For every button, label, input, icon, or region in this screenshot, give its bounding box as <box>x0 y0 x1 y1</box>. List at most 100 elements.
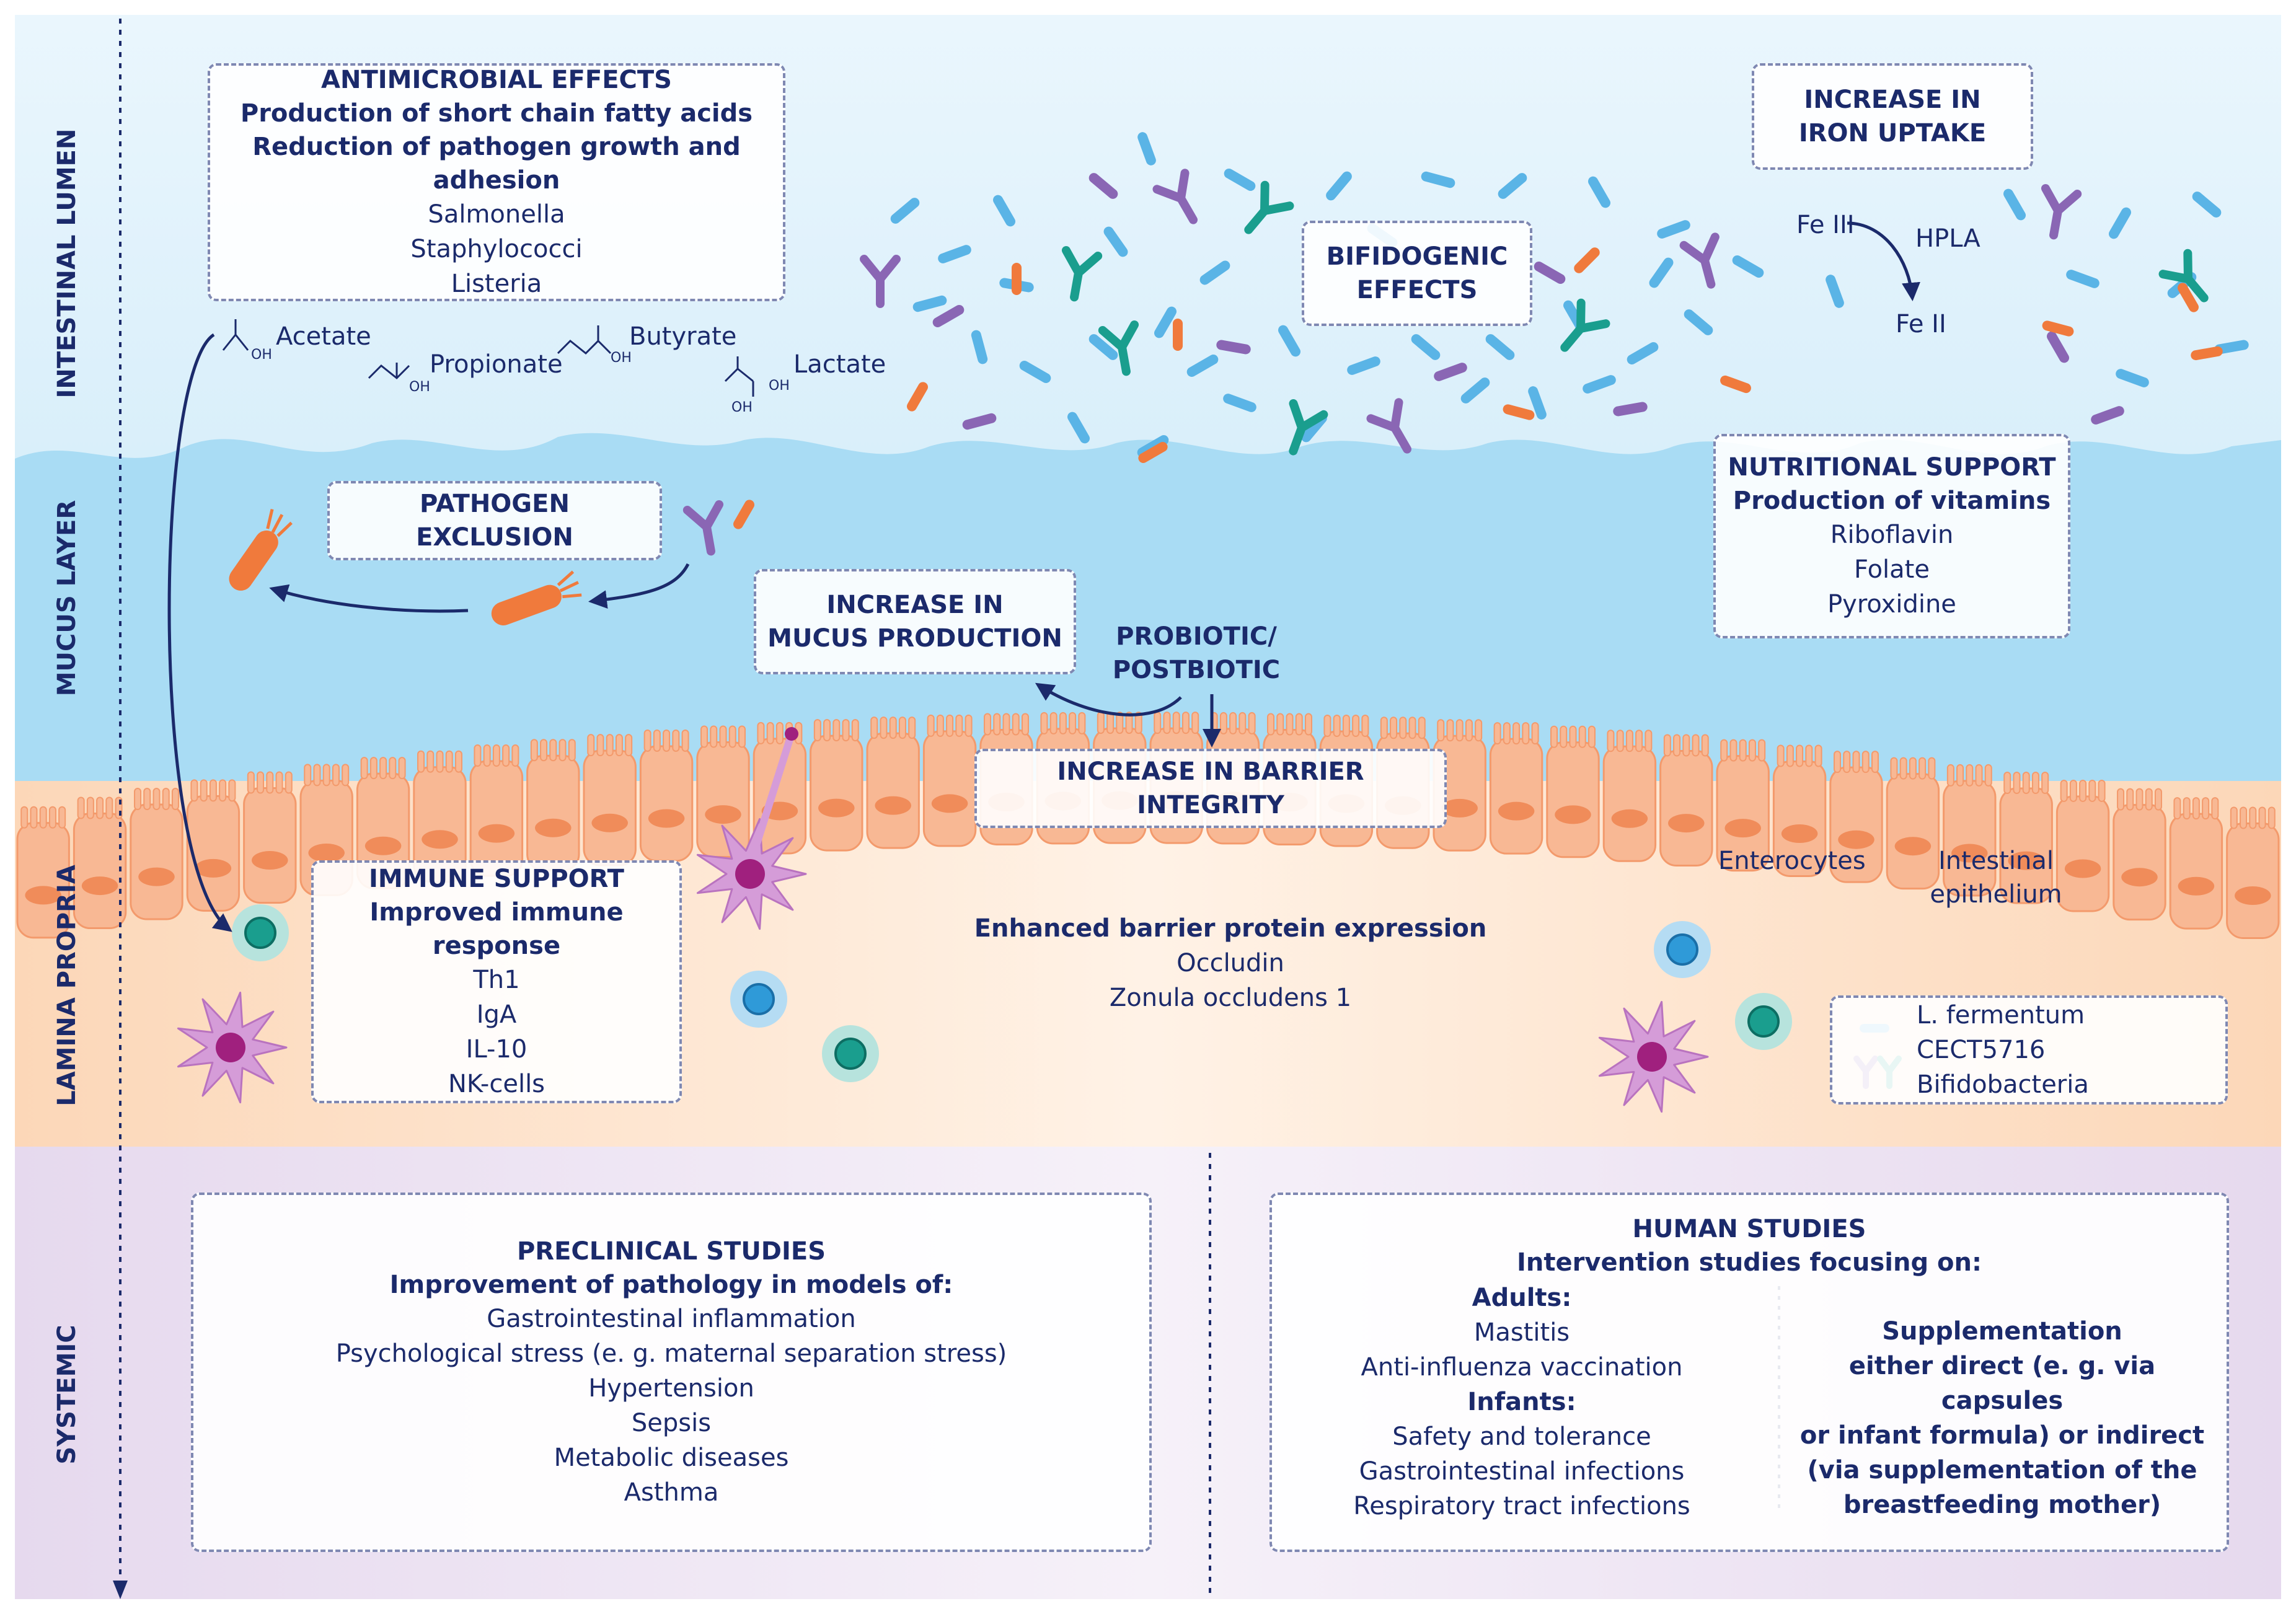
enterocyte-cell <box>583 734 637 867</box>
enterocyte-cell <box>1999 772 2053 904</box>
enterocyte-cell <box>1772 744 1827 877</box>
lactate-oh: OH <box>769 378 790 394</box>
pathogen-rod <box>907 382 928 412</box>
immune-item: NK-cells <box>448 1070 545 1098</box>
fe3-label: Fe III <box>1796 211 1855 239</box>
pathogen-exclusion-box: PATHOGEN EXCLUSION <box>327 481 662 560</box>
immune-item: Th1 <box>473 966 520 994</box>
probiotic-line1: PROBIOTIC/ <box>1116 622 1277 651</box>
nutritional-item: Riboflavin <box>1830 521 1954 549</box>
pathogen-title: PATHOGEN EXCLUSION <box>416 490 573 552</box>
bifidobacterium-y <box>2041 183 2082 240</box>
fe2-label: Fe II <box>1896 310 1946 338</box>
bifidobacterium-y <box>1679 232 1720 289</box>
l-fermentum-rod <box>1498 173 1527 199</box>
butyrate-label: Butyrate <box>629 322 737 351</box>
enterocyte-cell <box>639 729 694 862</box>
intestinal-epithelium-label: Intestinal epithelium <box>1909 844 2083 911</box>
nutritional-title: NUTRITIONAL SUPPORT <box>1728 453 2056 482</box>
supplementation-line: either direct (e. g. via capsules <box>1848 1352 2156 1415</box>
l-fermentum-rod <box>1347 356 1380 375</box>
pathogen-arrow-2 <box>269 584 469 613</box>
bifidobacterium-rod <box>1434 363 1467 381</box>
dendrite-tip <box>785 727 798 741</box>
barrier-title: INCREASE IN BARRIER INTEGRITY <box>1057 757 1364 819</box>
l-fermentum-rod <box>1199 260 1230 285</box>
l-fermentum-rod <box>1485 334 1515 360</box>
bifidobacterium-rod <box>1534 262 1566 284</box>
immune-sub: Improved immune response <box>369 898 624 960</box>
l-fermentum-rod <box>1088 334 1118 360</box>
lactate-structure <box>724 356 754 397</box>
pathogen-rod <box>1503 404 1535 420</box>
bifidobacterium-rod <box>932 305 965 327</box>
l-fermentum-rod <box>1278 325 1300 357</box>
nutritional-item: Folate <box>1854 555 1930 584</box>
human-adult-item: Anti-influenza vaccination <box>1361 1353 1683 1382</box>
pathogen-rod <box>733 500 754 529</box>
l-fermentum-rod <box>1154 306 1177 338</box>
pathogen-rod <box>2042 320 2074 337</box>
l-fermentum-rod <box>1326 171 1352 201</box>
human-adults-heading: Adults: <box>1472 1284 1572 1312</box>
mucus-production-box: INCREASE IN MUCUS PRODUCTION <box>754 569 1076 674</box>
antimicrobial-item: Staphylococci <box>410 235 583 263</box>
bifidobacterium-y <box>1244 180 1294 234</box>
l-fermentum-rod <box>912 295 947 312</box>
bifidobacterium-y <box>1366 398 1411 454</box>
l-fermentum-rod <box>1411 334 1441 360</box>
l-fermentum-rod <box>1684 309 1713 335</box>
bifidobacterium-y <box>1152 169 1198 224</box>
human-infant-item: Respiratory tract infections <box>1353 1492 1690 1520</box>
label-lamina-propria: LAMINA PROPRIA <box>53 865 81 1106</box>
bifidogenic-effects-box: BIFIDOGENIC EFFECTS <box>1302 221 1532 326</box>
barrier-integrity-box: INCREASE IN BARRIER INTEGRITY <box>974 749 1447 828</box>
pathogen-rod <box>1720 375 1751 394</box>
legend-lferm-label: L. fermentum CECT5716 <box>1917 1001 2085 1064</box>
enterocyte-cell <box>1943 764 1997 897</box>
preclinical-item: Metabolic diseases <box>554 1444 789 1472</box>
bifidobacterium-y <box>1098 320 1139 376</box>
acetate-structure <box>222 319 249 351</box>
bifidobacterium-y <box>1289 399 1328 456</box>
enterocytes-label: Enterocytes <box>1718 847 1866 875</box>
mucus-arrow <box>1035 682 1182 717</box>
enterocyte-cell <box>1716 739 1770 872</box>
fe-arrow <box>1847 221 1920 301</box>
human-title: HUMAN STUDIES <box>1632 1215 1866 1243</box>
l-fermentum-rod <box>1421 171 1455 188</box>
immune-cells-layer <box>177 727 1792 1113</box>
bifidobacterium-rod <box>1216 340 1251 355</box>
l-fermentum-rod <box>1649 257 1674 288</box>
mucus-line1: INCREASE IN <box>826 591 1004 619</box>
human-left-column: Adults: Mastitis Anti-influenza vaccinat… <box>1333 1281 1711 1524</box>
lymphocyte-cell <box>1735 993 1792 1050</box>
human-infant-item: Gastrointestinal infections <box>1359 1457 1685 1486</box>
probiotic-label: PROBIOTIC/ POSTBIOTIC <box>1103 620 1289 687</box>
label-intestinal-lumen: INTESTINAL LUMEN <box>53 128 81 399</box>
immune-support-box: IMMUNE SUPPORT Improved immune response … <box>311 860 682 1103</box>
propionate-structure <box>368 363 410 380</box>
lymphocyte-cell <box>232 904 289 961</box>
enterocyte-cell <box>73 796 127 930</box>
nutritional-item: Pyroxidine <box>1827 590 1956 619</box>
antimicrobial-sub1: Production of short chain fatty acids <box>240 99 753 128</box>
enterocyte-cell <box>866 717 920 849</box>
l-fermentum-rod <box>1627 342 1659 364</box>
pathogen-rod <box>1574 247 1600 273</box>
label-systemic: SYSTEMIC <box>53 1325 81 1465</box>
immune-title: IMMUNE SUPPORT <box>369 865 624 893</box>
human-sub: Intervention studies focusing on: <box>1517 1248 1982 1277</box>
lymphocyte-cell <box>1654 921 1711 978</box>
bifidobacterium-rod <box>2047 331 2069 363</box>
bifidobacterium-rod <box>1088 173 1118 199</box>
enterocyte-cell <box>186 779 241 912</box>
enterocyte-cell <box>1546 725 1600 858</box>
enterocyte-cell <box>1659 734 1713 867</box>
l-fermentum-rod <box>1224 169 1256 191</box>
antimicrobial-effects-box: ANTIMICROBIAL EFFECTS Production of shor… <box>208 63 785 301</box>
l-fermentum-rod <box>2066 270 2100 288</box>
lactate-oh-2: OH <box>731 400 753 415</box>
l-fermentum-rod <box>1528 386 1547 420</box>
iron-line2: IRON UPTAKE <box>1798 119 1987 148</box>
